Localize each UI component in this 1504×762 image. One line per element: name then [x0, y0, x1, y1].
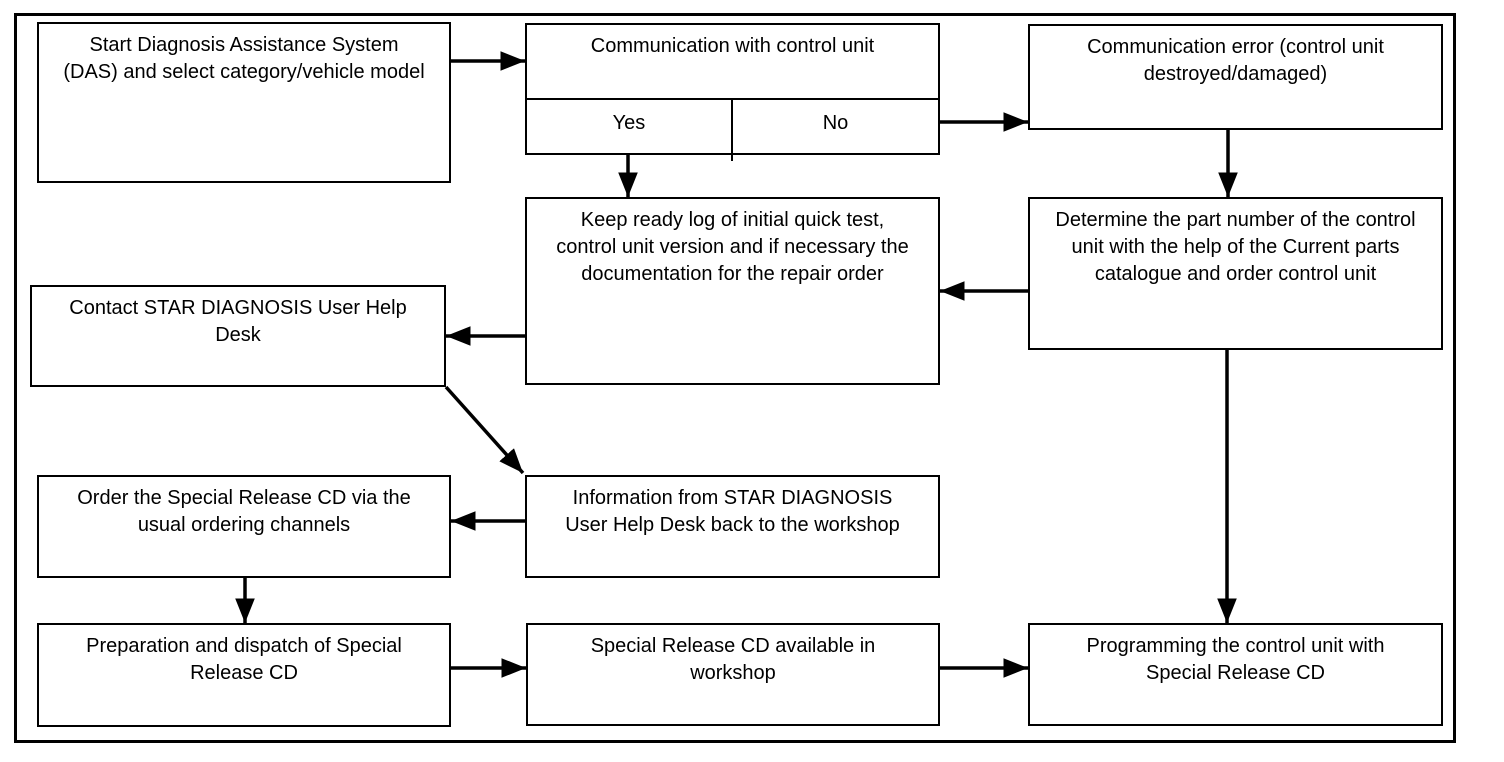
- node-contact-help-desk-label: Contact STAR DIAGNOSIS User Help Desk: [69, 297, 407, 346]
- node-information-back: Information from STAR DIAGNOSIS User Hel…: [525, 475, 940, 578]
- node-keep-ready-log: Keep ready log of initial quick test, co…: [525, 197, 940, 385]
- node-communication-error: Communication error (control unit destro…: [1028, 24, 1443, 130]
- node-order-special-cd: Order the Special Release CD via the usu…: [37, 475, 451, 578]
- node-communication-error-label: Communication error (control unit destro…: [1087, 36, 1384, 85]
- node-order-special-cd-label: Order the Special Release CD via the usu…: [77, 487, 411, 536]
- node-start-das-label: Start Diagnosis Assistance System (DAS) …: [63, 34, 425, 83]
- node-programming-label: Programming the control unit with Specia…: [1086, 635, 1385, 684]
- node-start-das: Start Diagnosis Assistance System (DAS) …: [37, 22, 451, 183]
- node-contact-help-desk: Contact STAR DIAGNOSIS User Help Desk: [30, 285, 446, 387]
- node-communication-check-label: Communication with control unit: [527, 25, 938, 100]
- decision-no-cell: No: [822, 112, 849, 134]
- decision-yes-cell: Yes: [527, 100, 733, 161]
- diagram-border: [14, 13, 1456, 743]
- node-keep-ready-log-label: Keep ready log of initial quick test, co…: [556, 209, 909, 285]
- node-communication-check: Communication with control unit Yes No: [525, 23, 940, 161]
- node-cd-available-label: Special Release CD available in workshop: [590, 635, 876, 684]
- node-cd-available: Special Release CD available in workshop: [526, 623, 940, 726]
- node-information-back-label: Information from STAR DIAGNOSIS User Hel…: [565, 487, 900, 536]
- node-programming: Programming the control unit with Specia…: [1028, 623, 1443, 726]
- node-determine-part-number-label: Determine the part number of the control…: [1055, 209, 1416, 285]
- decision-row: Yes No: [527, 100, 938, 161]
- node-preparation-dispatch-label: Preparation and dispatch of Special Rele…: [86, 635, 402, 684]
- node-determine-part-number: Determine the part number of the control…: [1028, 197, 1443, 350]
- node-preparation-dispatch: Preparation and dispatch of Special Rele…: [37, 623, 451, 727]
